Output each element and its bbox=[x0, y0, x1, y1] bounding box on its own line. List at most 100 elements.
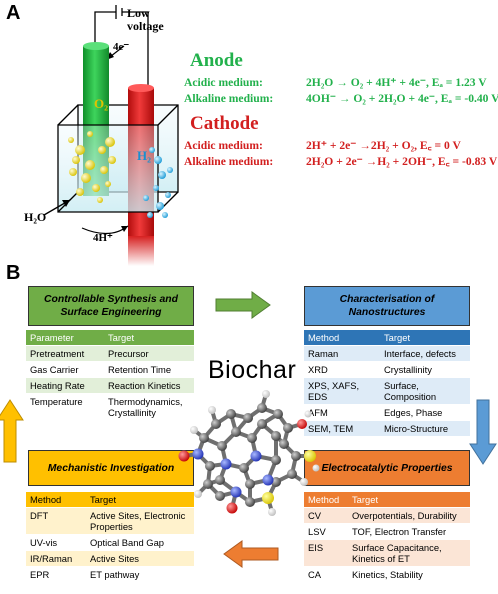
voltage-label: Low voltage bbox=[127, 6, 164, 33]
mechanistic-col2: Target bbox=[86, 492, 194, 508]
table-cell: UV-vis bbox=[26, 534, 86, 551]
anode-acidic-line: Acidic medium: 2H₂O → O₂ + 4H⁺ + 4e⁻, Eₐ … bbox=[184, 75, 487, 89]
table-cell: Temperature bbox=[26, 393, 104, 421]
o2-label: O₂ bbox=[94, 96, 109, 111]
table-cell: Reaction Kinetics bbox=[104, 377, 194, 394]
table-cell: Active Sites, Electronic Properties bbox=[86, 507, 194, 535]
oxygen-atoms bbox=[178, 419, 307, 514]
sulfur-atoms bbox=[262, 450, 316, 504]
table-cell: Surface Capacitance, Kinetics of ET bbox=[348, 539, 470, 567]
cathode-heading: Cathode bbox=[190, 113, 259, 134]
table-cell: Retention Time bbox=[104, 361, 194, 378]
table-cell: Thermodynamics, Crystallinity bbox=[104, 393, 194, 421]
table-cell: XRD bbox=[304, 361, 380, 378]
table-cell: IR/Raman bbox=[26, 550, 86, 567]
oxygen-bubbles bbox=[68, 131, 116, 203]
panel-b-letter: B bbox=[6, 262, 21, 284]
characterisation-col2: Target bbox=[380, 330, 470, 346]
biochar-label: Biochar bbox=[208, 356, 297, 384]
table-cell: Kinetics, Stability bbox=[348, 566, 470, 583]
arrow-down-icon bbox=[469, 399, 497, 465]
anode-acidic-eq: 2H₂O → O₂ + 4H⁺ + 4e⁻, Eₐ = 1.23 V bbox=[306, 76, 487, 89]
table-cell: Optical Band Gap bbox=[86, 534, 194, 551]
characterisation-col1: Method bbox=[304, 330, 380, 346]
wire-left bbox=[94, 11, 116, 48]
table-cell: TOF, Electron Transfer bbox=[348, 523, 470, 540]
cathode-acidic-eq: 2H⁺ + 2e⁻ →2H₂ + O₂, E꜀ = 0 V bbox=[306, 139, 461, 152]
anode-alkaline-label: Alkaline medium: bbox=[184, 92, 274, 105]
anode-alkaline-eq: 4OH⁻ → O₂ + 2H₂O + 4e⁻, Eₐ = -0.40 V bbox=[306, 92, 498, 105]
mechanistic-title: Mechanistic Investigation bbox=[28, 450, 194, 486]
table-cell: CV bbox=[304, 507, 348, 524]
hydrogen-atoms bbox=[190, 390, 320, 516]
table-cell: Edges, Phase bbox=[380, 404, 470, 421]
electrocatalytic-col2: Target bbox=[348, 492, 470, 508]
cathode-acidic-label: Acidic medium: bbox=[184, 139, 263, 152]
table-cell: Interface, defects bbox=[380, 345, 470, 362]
table-cell: Overpotentials, Durability bbox=[348, 507, 470, 524]
table-cell: CA bbox=[304, 566, 348, 583]
table-cell: Surface, Composition bbox=[380, 377, 470, 405]
table-cell: Precursor bbox=[104, 345, 194, 362]
table-cell: LSV bbox=[304, 523, 348, 540]
electrolysis-cell-illustration bbox=[43, 5, 179, 266]
biochar-molecule-illustration bbox=[178, 390, 320, 516]
table-cell: Pretreatment bbox=[26, 345, 104, 362]
proton-label: 4H⁺ bbox=[93, 232, 113, 244]
cathode-acidic-line: Acidic medium: 2H⁺ + 2e⁻ →2H₂ + O₂, E꜀ = … bbox=[184, 138, 461, 153]
mechanistic-col1: Method bbox=[26, 492, 86, 508]
table-cell: EIS bbox=[304, 539, 348, 567]
anode-alkaline-line: Alkaline medium: 4OH⁻ → O₂ + 2H₂O + 4e⁻, … bbox=[184, 91, 498, 105]
cathode-alkaline-eq: 2H₂O + 2e⁻ →H₂ + 2OH⁻, E꜀ = -0.83 V bbox=[306, 155, 498, 168]
table-cell: Active Sites bbox=[86, 550, 194, 567]
anode-heading: Anode bbox=[190, 50, 243, 71]
arrow-up-icon bbox=[0, 399, 24, 463]
electrocatalytic-col1: Method bbox=[304, 492, 348, 508]
water-label: H₂O bbox=[24, 210, 47, 224]
cathode-alkaline-line: Alkaline medium:2H₂O + 2e⁻ →H₂ + 2OH⁻, E… bbox=[184, 154, 497, 169]
table-cell: Raman bbox=[304, 345, 380, 362]
table-cell: Crystallinity bbox=[380, 361, 470, 378]
hydrogen-bubbles bbox=[143, 147, 173, 218]
table-cell: SEM, TEM bbox=[304, 420, 380, 437]
table-cell: Heating Rate bbox=[26, 377, 104, 394]
h2-label: H₂ bbox=[137, 148, 152, 163]
synthesis-col2: Target bbox=[104, 330, 194, 346]
synthesis-col1: Parameter bbox=[26, 330, 104, 346]
arrow-left-icon bbox=[223, 540, 279, 568]
electrocatalytic-title: Electrocatalytic Properties bbox=[304, 450, 470, 486]
carbon-atoms bbox=[199, 403, 301, 507]
anode-acidic-label: Acidic medium: bbox=[184, 76, 263, 89]
table-cell: DFT bbox=[26, 507, 86, 535]
wire-right bbox=[122, 11, 149, 90]
arrow-right-icon bbox=[215, 291, 271, 319]
panel-a-letter: A bbox=[6, 2, 21, 24]
table-cell: Gas Carrier bbox=[26, 361, 104, 378]
characterisation-title: Characterisation of Nanostructures bbox=[304, 286, 470, 326]
electron-label: 4e⁻ bbox=[113, 41, 130, 53]
nitrogen-atoms bbox=[192, 448, 274, 498]
table-cell: ET pathway bbox=[86, 566, 194, 583]
table-cell: Micro-Structure bbox=[380, 420, 470, 437]
